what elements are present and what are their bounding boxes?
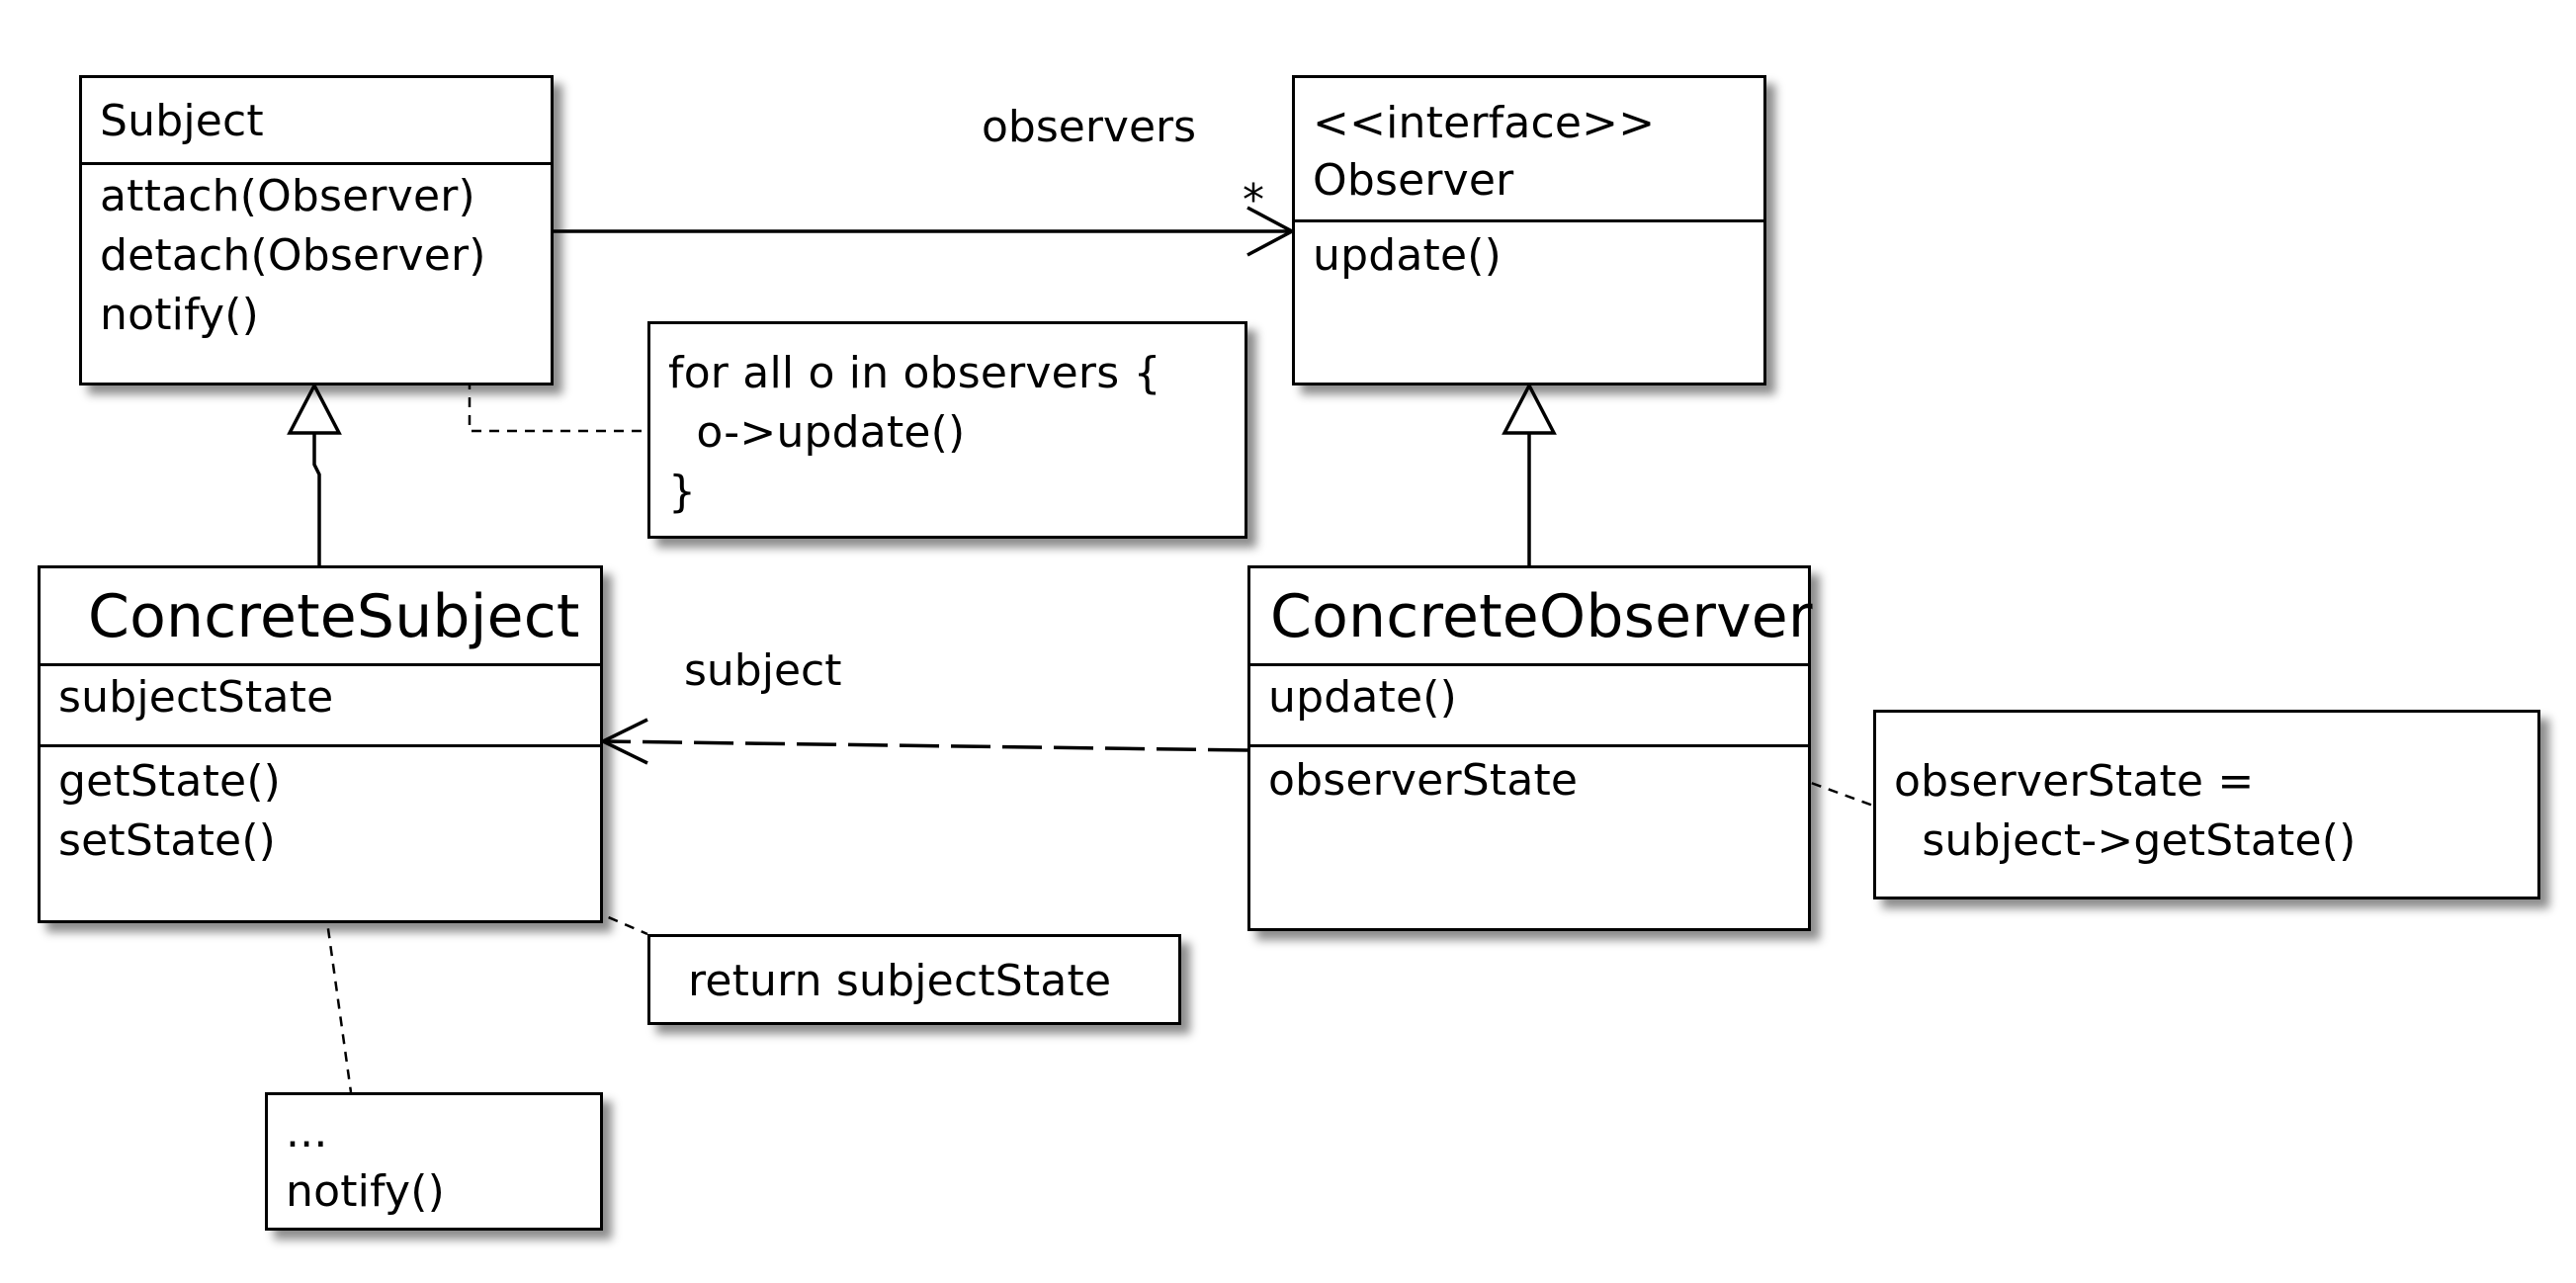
association-subject-line <box>602 739 1248 752</box>
note-setstate-line: ... <box>286 1107 328 1157</box>
generalization-concretesubject-line <box>312 433 321 565</box>
class-concreteobserver-attribute: observerState <box>1268 755 1579 806</box>
class-subject-method: notify() <box>100 290 259 340</box>
class-subject-method: detach(Observer) <box>100 230 486 281</box>
note-notify-line: for all o in observers { <box>668 348 1161 398</box>
realization-observer-triangle <box>1502 382 1557 435</box>
class-concreteobserver-divider-bottom <box>1250 744 1808 747</box>
class-concreteobserver-name: ConcreteObserver <box>1270 582 1813 651</box>
class-subject-name: Subject <box>100 96 264 146</box>
class-subject-method: attach(Observer) <box>100 171 475 221</box>
class-concreteobserver-method: update() <box>1268 672 1457 723</box>
class-concretesubject-method: setState() <box>58 815 277 866</box>
observers-role-label: observers <box>982 102 1197 152</box>
note-notify-line: } <box>668 467 697 517</box>
subject-role-label: subject <box>684 645 842 696</box>
class-observer-name: Observer <box>1313 155 1514 206</box>
note-update-line: observerState = <box>1894 756 2255 807</box>
note-notify[interactable]: for all o in observers { o->update() } <box>647 321 1247 539</box>
class-concretesubject-attribute: subjectState <box>58 672 334 723</box>
class-concretesubject-name: ConcreteSubject <box>88 582 580 651</box>
note-getstate[interactable]: return subjectState <box>647 934 1181 1025</box>
note-getstate-line: return subjectState <box>688 956 1112 1006</box>
note-update-line: subject->getState() <box>1894 815 2357 866</box>
class-concretesubject-method: getState() <box>58 756 282 807</box>
observers-multiplicity-label: * <box>1243 175 1264 225</box>
note-link-update <box>1610 708 1874 808</box>
class-subject[interactable]: Subject attach(Observer) detach(Observer… <box>79 75 554 385</box>
class-concretesubject[interactable]: ConcreteSubject subjectState getState() … <box>38 565 603 923</box>
class-subject-divider <box>82 162 551 165</box>
class-concretesubject-divider-bottom <box>41 744 600 747</box>
note-update[interactable]: observerState = subject->getState() <box>1873 710 2540 899</box>
class-observer-divider <box>1295 219 1763 222</box>
note-setstate[interactable]: ... notify() <box>265 1092 603 1231</box>
class-concreteobserver[interactable]: ConcreteObserver update() observerState <box>1247 565 1813 931</box>
class-observer-method: update() <box>1313 230 1502 281</box>
note-setstate-line: notify() <box>286 1166 445 1217</box>
class-concretesubject-divider-top <box>41 663 600 666</box>
class-observer[interactable]: <<interface>> Observer update() <box>1292 75 1766 385</box>
note-notify-line: o->update() <box>668 407 966 458</box>
class-concreteobserver-divider-top <box>1250 663 1808 666</box>
generalization-subject-triangle <box>287 382 342 435</box>
association-subject-arrowhead <box>599 718 648 765</box>
class-observer-stereotype: <<interface>> <box>1313 98 1656 148</box>
